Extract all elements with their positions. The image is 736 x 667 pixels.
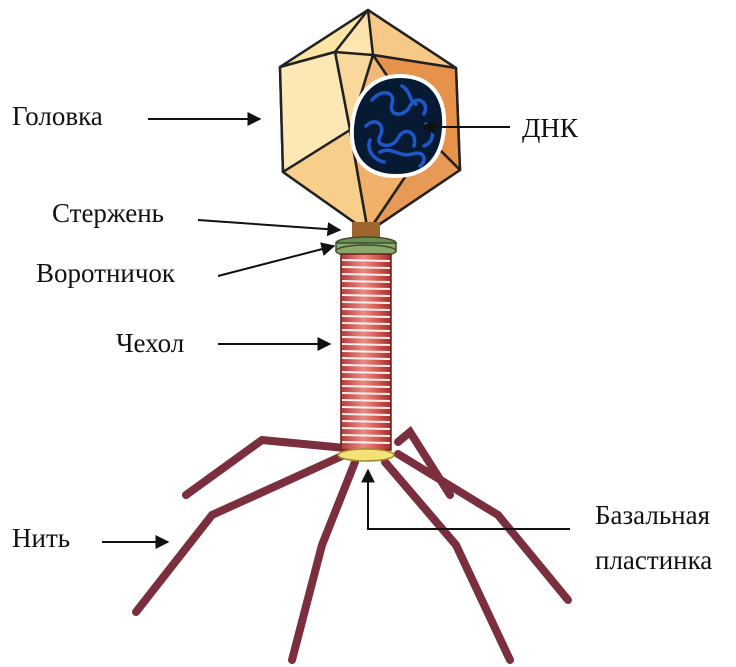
sheath-ring (342, 260, 390, 261)
tail-fiber (292, 462, 355, 660)
sheath-ring (342, 386, 390, 387)
sheath-ring (342, 323, 390, 324)
sheath-ring (342, 288, 390, 289)
sheath-ring (342, 365, 390, 366)
tail-fibers (136, 432, 568, 660)
sheath-ring (342, 344, 390, 345)
sheath-ring (342, 407, 390, 408)
sheath-ring (342, 330, 390, 331)
rod-label: Стержень (52, 198, 164, 229)
sheath-ring (342, 351, 390, 352)
sheath-ring (342, 379, 390, 380)
tail-fiber (398, 454, 568, 600)
sheath-ring (342, 421, 390, 422)
sheath-ring (342, 274, 390, 275)
sheath-ring (342, 393, 390, 394)
sheath-ring (342, 302, 390, 303)
sheath-ring (342, 267, 390, 268)
baseplate (338, 449, 394, 461)
sheath-label: Чехол (116, 328, 184, 359)
sheath-ring (342, 428, 390, 429)
rod-pointer-arrow (198, 220, 340, 230)
sheath-ring (342, 316, 390, 317)
baseplate-label: Базальная пластинка (595, 493, 712, 583)
sheath-ring (342, 295, 390, 296)
sheath (341, 254, 391, 450)
collar-pointer-arrow (218, 246, 334, 276)
sheath-ring (342, 358, 390, 359)
dna-label: ДНК (522, 113, 578, 144)
sheath-ring (342, 435, 390, 436)
sheath-ring (342, 400, 390, 401)
fiber-label: Нить (12, 523, 70, 554)
sheath-ring (342, 309, 390, 310)
head-label: Головка (12, 101, 103, 132)
baseplate-label-line2: пластинка (595, 538, 712, 583)
baseplate-label-line1: Базальная (595, 493, 712, 538)
sheath-ring (342, 442, 390, 443)
sheath-ring (342, 337, 390, 338)
collar-label: Воротничок (36, 258, 175, 289)
sheath-ring (342, 281, 390, 282)
sheath-ring (342, 372, 390, 373)
sheath-ring (342, 414, 390, 415)
